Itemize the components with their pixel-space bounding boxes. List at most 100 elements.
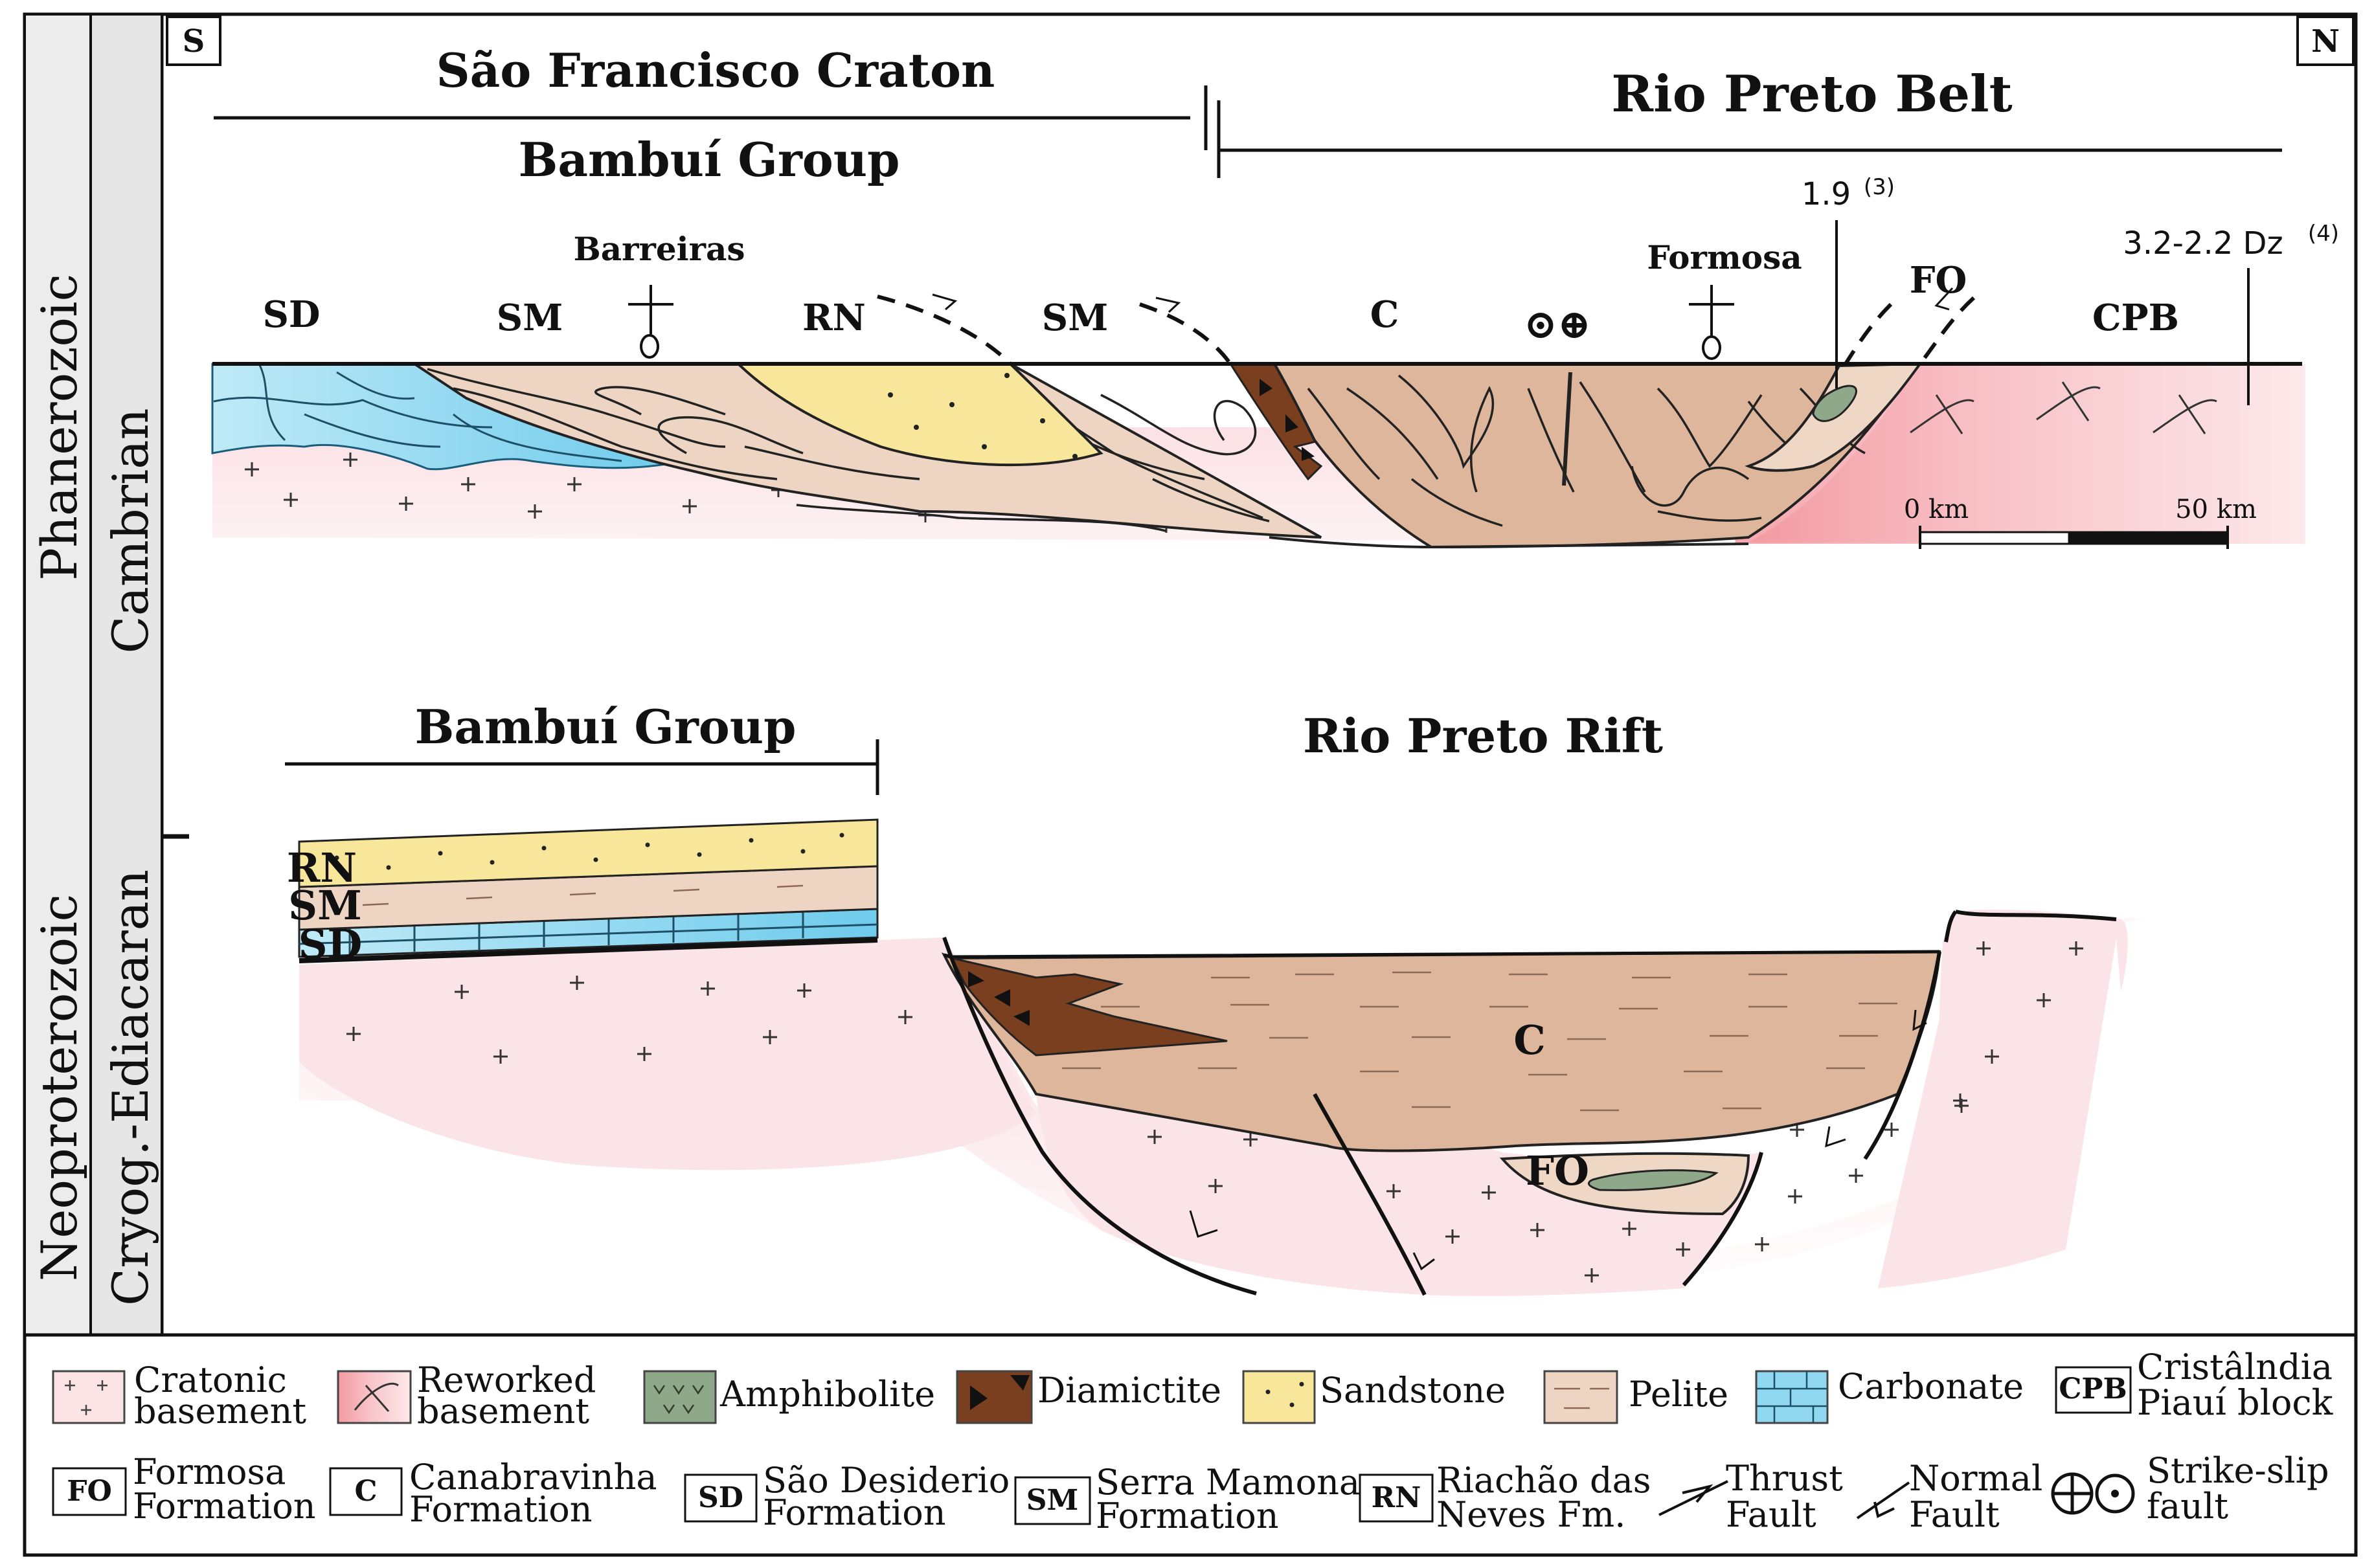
svg-text:Diamictite: Diamictite (1037, 1370, 1221, 1411)
upper-label-c: C (1370, 293, 1399, 336)
lower-rn-sandstone (298, 818, 879, 888)
svg-text:Cratonic: Cratonic (134, 1360, 287, 1400)
lower-section: Bambuí Group Rio Preto Rift (285, 699, 2146, 1296)
upper-label-sm2: SM (1042, 297, 1108, 339)
legend-item-rn: RN Riachão das Neves Fm. (1359, 1460, 1651, 1535)
svg-text:Canabravinha: Canabravinha (409, 1457, 657, 1497)
svg-text:Fault: Fault (1726, 1494, 1816, 1535)
legend-item-cratonic: Cratonic basement (52, 1360, 306, 1431)
south-label: S (183, 23, 205, 60)
north-label: N (2311, 23, 2340, 60)
svg-text:Formation: Formation (763, 1492, 946, 1533)
lower-label-sm: SM (288, 882, 361, 929)
lower-label-c: C (1513, 1016, 1545, 1064)
upper-label-sm1: SM (497, 297, 563, 339)
era-lower-label: Neoproterozoic (30, 894, 88, 1281)
period-column-bg (92, 16, 161, 1334)
svg-text:Reworked: Reworked (417, 1360, 596, 1400)
legend-item-sandstone: Sandstone (1242, 1370, 1506, 1424)
svg-text:Serra Mamona: Serra Mamona (1096, 1462, 1360, 1503)
legend-item-reworked: Reworked basement (337, 1360, 596, 1431)
upper-pelite-sm (410, 363, 1322, 539)
legend-item-sd: SD São Desiderio Formation (684, 1460, 1010, 1533)
rift-title: Rio Preto Rift (1303, 708, 1663, 763)
upper-sandstone-dots (888, 373, 1078, 459)
lower-basement-horst (1904, 910, 2116, 1249)
upper-reworked-symbols (1910, 381, 2217, 434)
svg-text:SM: SM (1026, 1484, 1078, 1517)
svg-text:São Desiderio: São Desiderio (763, 1460, 1010, 1501)
svg-text:Normal: Normal (1909, 1458, 2042, 1499)
svg-text:Formation: Formation (133, 1486, 316, 1527)
era-upper-label: Phanerozoic (30, 274, 88, 581)
lower-sd-carbonate-lines (299, 912, 878, 954)
upper-sandstone-rn (735, 363, 1103, 467)
upper-label-fo: FO (1910, 259, 1967, 302)
scale-start: 0 km (1904, 495, 1969, 524)
svg-text:SD: SD (698, 1481, 743, 1514)
south-box (166, 16, 221, 66)
svg-text:C: C (354, 1475, 377, 1508)
svg-text:fault: fault (2147, 1486, 2228, 1527)
legend-item-strike: Strike-slip fault (2051, 1450, 2329, 1527)
lower-diamictite (950, 956, 1228, 1057)
upper-label-rn: RN (802, 297, 866, 339)
lower-amphibolite (1588, 1169, 1719, 1191)
legend-item-cpb: CPB Cristâlndia Piauí block (2055, 1347, 2334, 1423)
legend-item-normal: Normal Fault (1856, 1458, 2042, 1535)
scale-bar: 0 km 50 km (1904, 495, 2257, 549)
lower-sm-pelite-lines (362, 884, 804, 906)
lower-basement-crosses (346, 941, 2083, 1282)
lower-rn-dots (334, 833, 844, 870)
svg-text:Cristâlndia: Cristâlndia (2137, 1347, 2333, 1387)
upper-carbonate-lines (213, 363, 622, 462)
upper-amphibolite-lens (1812, 385, 1857, 422)
upper-reworked-basement-wedge (1748, 366, 2302, 544)
legend-item-diamictite: Diamictite (956, 1370, 1221, 1424)
svg-text:Sandstone: Sandstone (1320, 1370, 1506, 1411)
strike-slip-symbols: ⊙⊕ (1524, 300, 1591, 348)
age-4-value: 3.2-2.2 Dz (2123, 225, 2283, 262)
svg-text:Formation: Formation (409, 1489, 593, 1530)
svg-text:Carbonate: Carbonate (1838, 1366, 2024, 1407)
legend-item-carbonate: Carbonate (1755, 1366, 2024, 1424)
svg-text:Formation: Formation (1096, 1495, 1279, 1536)
legend-item-amphibolite: Amphibolite (643, 1370, 935, 1424)
upper-section: São Francisco Craton Rio Preto Belt Bamb… (211, 43, 2339, 549)
svg-text:basement: basement (134, 1391, 306, 1431)
formosa-label: Formosa (1647, 238, 1802, 276)
age-3-value: 1.9 (1802, 176, 1851, 212)
lower-group-title: Bambuí Group (415, 699, 797, 754)
svg-text:Riachão das: Riachão das (1436, 1460, 1651, 1501)
lower-normal-fault-arrows (1189, 1009, 1927, 1271)
svg-text:Fault: Fault (1909, 1494, 2000, 1535)
svg-text:CPB: CPB (2059, 1372, 2127, 1406)
formosa-town-icon (1689, 285, 1734, 360)
upper-label-cpb: CPB (2092, 297, 2179, 339)
legend-item-sm: SM Serra Mamona Formation (1014, 1462, 1360, 1536)
craton-title: São Francisco Craton (436, 43, 995, 98)
period-lower-label: Cryog.-Ediacaran (102, 869, 159, 1306)
svg-text:Piauí block: Piauí block (2137, 1382, 2334, 1423)
north-box (2296, 16, 2355, 66)
legend-item-thrust: Thrust Fault (1658, 1458, 1843, 1535)
barreiras-town-icon (628, 285, 673, 359)
lower-label-rn: RN (287, 844, 357, 891)
svg-text:Strike-slip: Strike-slip (2147, 1450, 2329, 1491)
svg-text:Formosa: Formosa (133, 1451, 286, 1492)
lower-label-fo: FO (1526, 1147, 1589, 1194)
legend-item-fo: FO Formosa Formation (52, 1451, 316, 1527)
upper-c-folds (1307, 372, 1866, 527)
lower-basement-left (299, 937, 1036, 1170)
upper-section-base (1269, 536, 1749, 549)
svg-text:RN: RN (1372, 1481, 1421, 1514)
upper-thrust-faults (877, 287, 1976, 366)
svg-text:Thrust: Thrust (1726, 1458, 1843, 1499)
upper-diamictite-clasts (1260, 379, 1315, 461)
age-3-ref: (3) (1864, 174, 1895, 200)
svg-text:Neves Fm.: Neves Fm. (1436, 1494, 1625, 1535)
svg-text:Pelite: Pelite (1629, 1374, 1728, 1415)
barreiras-label: Barreiras (573, 230, 745, 268)
legend: Cratonic basement Reworked basement Amph… (23, 1333, 2358, 1557)
